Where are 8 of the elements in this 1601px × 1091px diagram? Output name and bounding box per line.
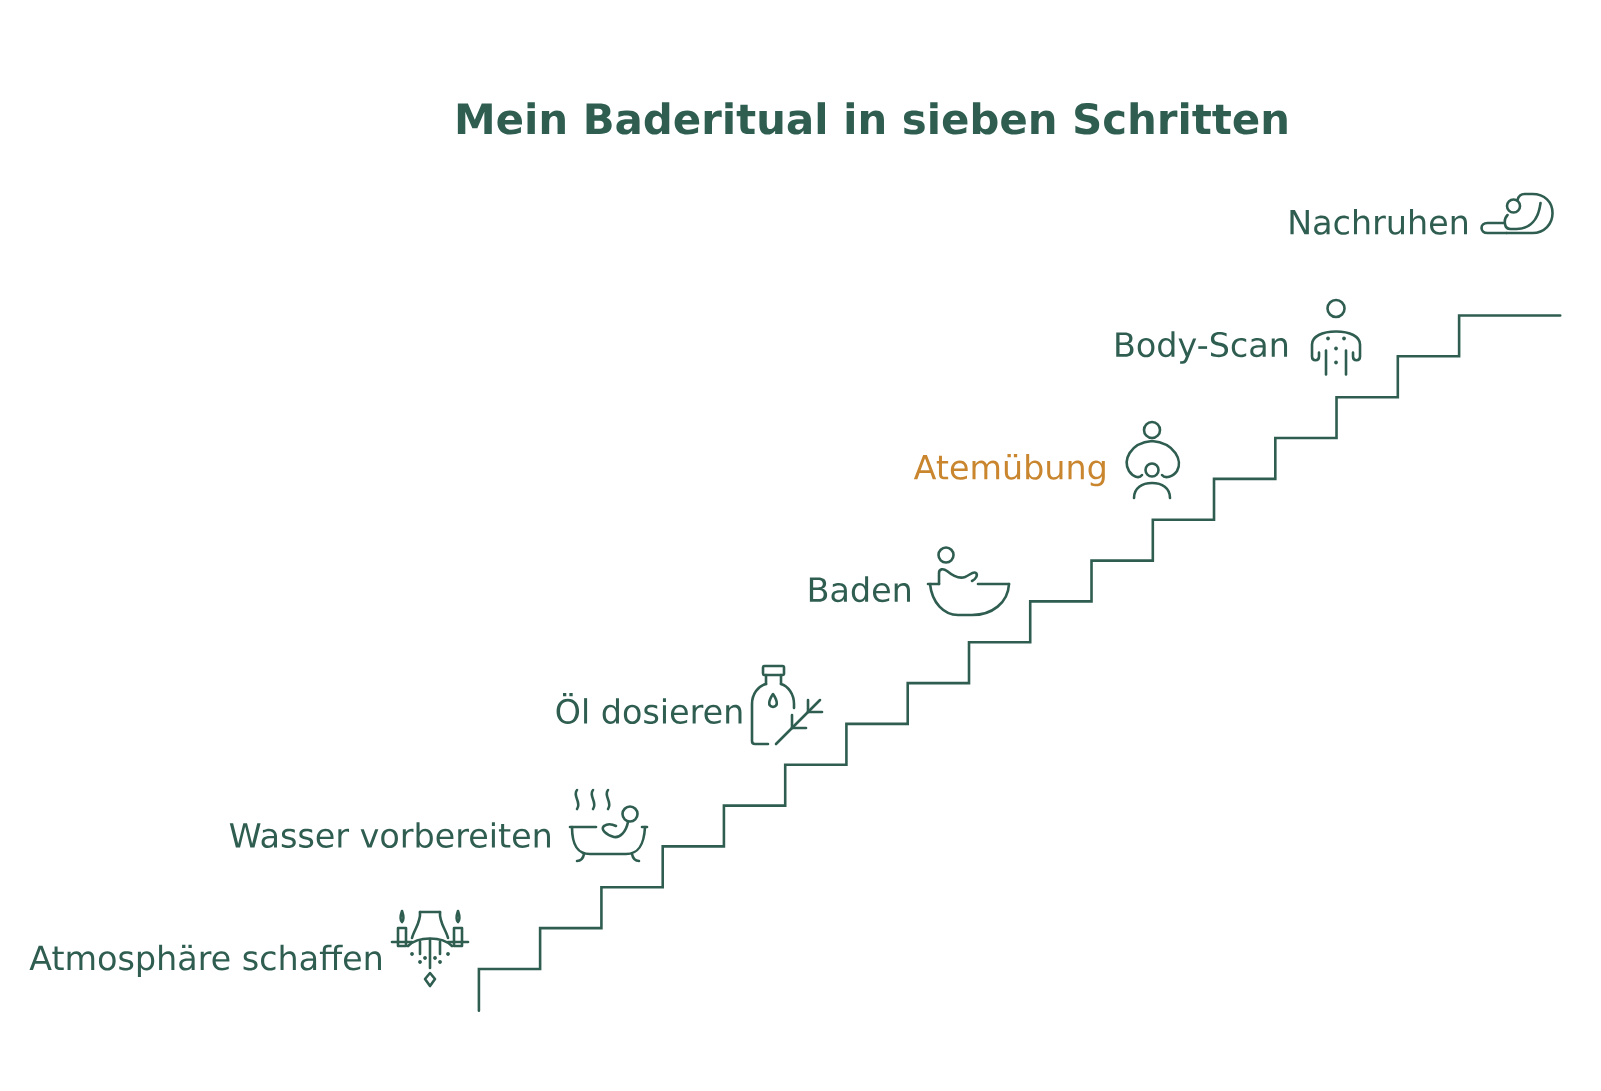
step-label: Body-Scan	[1116, 331, 1288, 364]
step-label: Atemübung	[913, 453, 1105, 487]
step-label: Baden	[809, 576, 910, 603]
step-label: Nachruhen	[1290, 208, 1467, 235]
step-label: Atmosphäre schaffen	[29, 944, 381, 977]
title: Mein Baderitual in sieben Schritten	[457, 102, 1287, 135]
step-label: Wasser vorbereiten	[229, 822, 550, 848]
step-label: Öl dosieren	[556, 693, 742, 724]
